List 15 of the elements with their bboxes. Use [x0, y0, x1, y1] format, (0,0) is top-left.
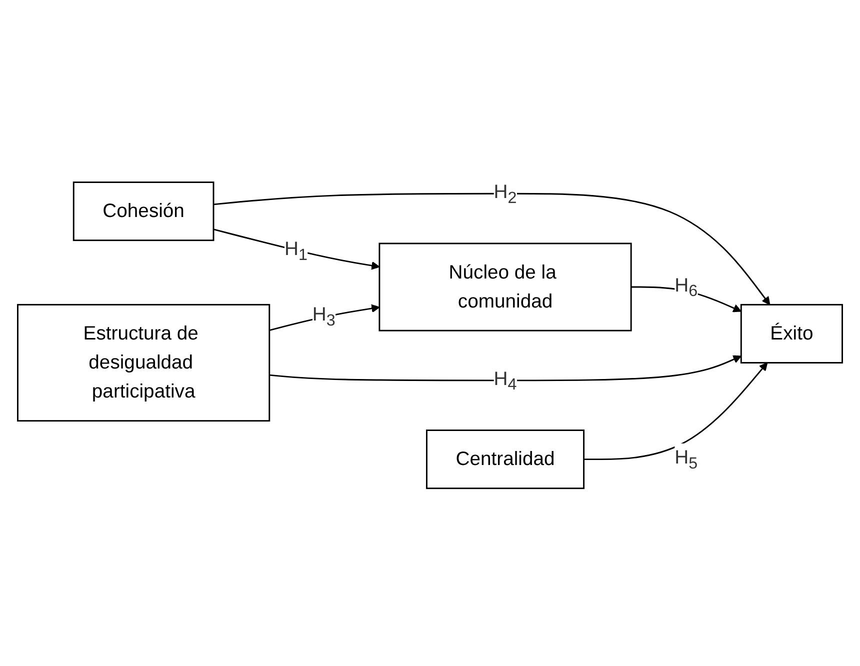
arrow	[584, 362, 768, 460]
edge-label: H$_{6}$	[674, 274, 698, 300]
edge-label: H$_{1}$	[284, 238, 308, 264]
edge-label: H$_{5}$	[674, 447, 698, 472]
node-box: Núcleo de la comunidad	[378, 242, 632, 332]
arrow	[269, 355, 742, 382]
edge-label: H$_{4}$	[494, 368, 517, 394]
arrow	[213, 228, 380, 270]
edge-label: H$_{3}$	[312, 304, 336, 330]
arrow	[213, 192, 770, 306]
node-box: Centralidad	[426, 430, 585, 490]
node-box: Estructura de desigualdad participativa	[17, 304, 270, 422]
edge-label: H$_{2}$	[494, 182, 517, 207]
node-box: Cohesión	[72, 182, 214, 242]
node-box: Éxito	[740, 304, 843, 364]
